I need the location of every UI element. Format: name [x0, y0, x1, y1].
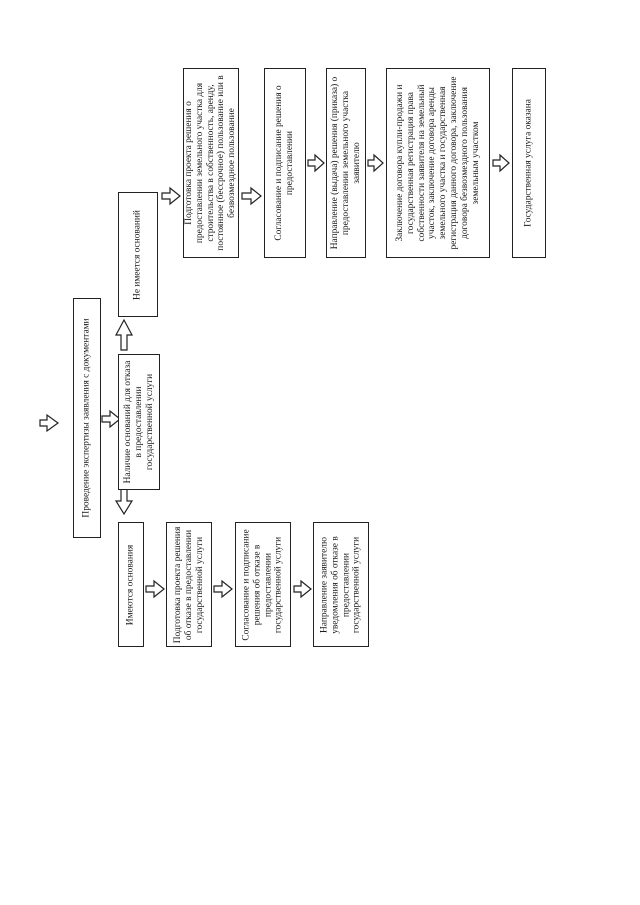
arrow-nostep4-to-5	[492, 153, 510, 173]
no-step-3-box: Направление (выдача) решения (приказа) о…	[326, 68, 366, 258]
branch-yes-label-box: Имеются основания	[118, 522, 144, 647]
start-text: Проведение экспертизы заявления с докуме…	[81, 318, 92, 518]
arrow-nostep3-to-4	[367, 153, 384, 173]
no-step-1-box: Подготовка проекта решения о предоставле…	[183, 68, 239, 258]
arrow-entry	[39, 413, 60, 433]
yes-step-3-box: Направление заявителю уведомления об отк…	[313, 522, 369, 647]
branch-no-label: Не имеется оснований	[132, 209, 143, 300]
branch-yes-label: Имеются основания	[125, 544, 136, 625]
arrow-yes-to-step1	[145, 579, 165, 599]
decision-text: Наличие оснований для отказа в предостав…	[122, 360, 155, 484]
arrow-nostep1-to-2	[241, 186, 262, 206]
no-step-4-box: Заключение договора купли-продажи и госу…	[386, 68, 490, 258]
no-step-5-text: Государственная услуга оказана	[523, 99, 534, 227]
arrow-decision-to-no	[115, 318, 133, 351]
arrow-start-to-decision	[101, 409, 121, 429]
branch-no-label-box: Не имеется оснований	[118, 192, 158, 317]
arrow-yesstep1-to-2	[213, 579, 233, 599]
yes-step-1-box: Подготовка проекта решения об отказе в п…	[166, 522, 212, 647]
yes-step-1-text: Подготовка проекта решения об отказе в п…	[172, 526, 205, 643]
arrow-nostep2-to-3	[307, 153, 325, 173]
no-step-4-text: Заключение договора купли-продажи и госу…	[394, 76, 481, 250]
no-step-3-text: Направление (выдача) решения (приказа) о…	[329, 76, 362, 250]
decision-box: Наличие оснований для отказа в предостав…	[118, 354, 160, 490]
arrow-start-to-yes	[114, 486, 134, 516]
no-step-5-box: Государственная услуга оказана	[512, 68, 546, 258]
arrow-yesstep2-to-3	[293, 579, 312, 599]
no-step-1-text: Подготовка проекта решения о предоставле…	[184, 75, 238, 251]
yes-step-2-text: Согласование и подписание решения об отк…	[241, 528, 284, 641]
no-step-2-text: Согласование и подписание решения о пред…	[274, 85, 295, 241]
yes-step-2-box: Согласование и подписание решения об отк…	[235, 522, 291, 647]
yes-step-3-text: Направление заявителю уведомления об отк…	[319, 535, 362, 634]
no-step-2-box: Согласование и подписание решения о пред…	[264, 68, 306, 258]
start-box: Проведение экспертизы заявления с докуме…	[73, 298, 101, 538]
arrow-no-to-step1	[161, 186, 181, 206]
